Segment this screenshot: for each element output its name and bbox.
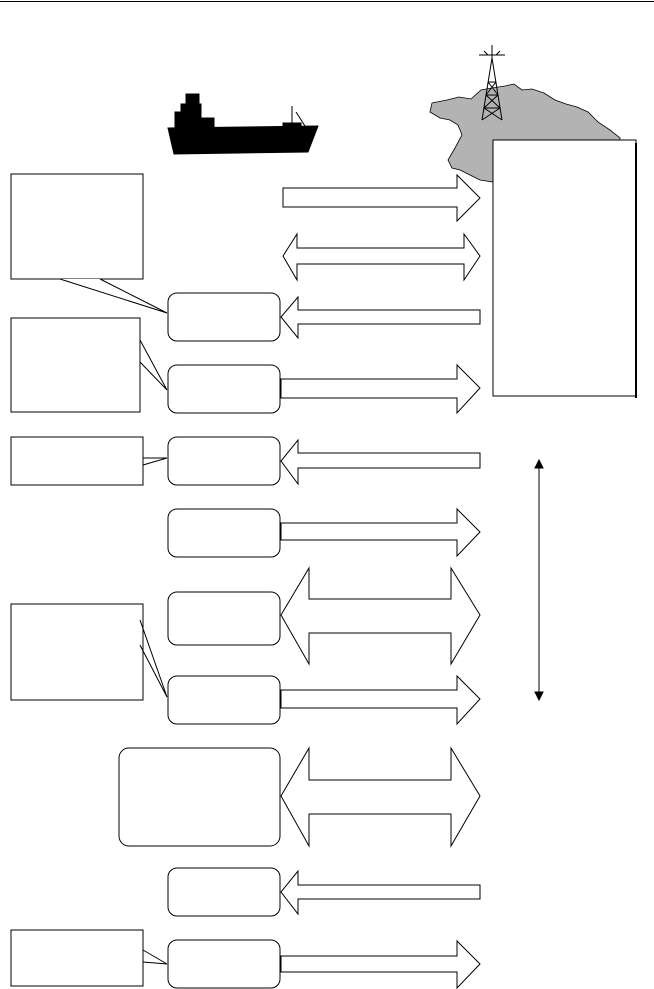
arrow-right-4 bbox=[280, 674, 481, 726]
message-box-5 bbox=[167, 591, 281, 646]
arrow-right-2 bbox=[280, 363, 481, 415]
arrow-right-5 bbox=[280, 939, 481, 989]
arrow-double-2 bbox=[280, 566, 481, 666]
arrow-right-1 bbox=[282, 173, 481, 223]
callout-4 bbox=[10, 603, 168, 701]
message-box-8 bbox=[167, 867, 281, 917]
callout-5 bbox=[10, 929, 168, 987]
radio-tower-icon bbox=[479, 45, 505, 121]
arrow-right-3 bbox=[280, 507, 481, 558]
arrow-left-1 bbox=[280, 295, 481, 340]
message-box-3 bbox=[167, 436, 281, 486]
ship-icon bbox=[167, 93, 319, 155]
callout-2 bbox=[10, 317, 168, 413]
callout-3 bbox=[10, 436, 168, 486]
double-headed-vertical-arrow-icon bbox=[534, 458, 544, 702]
callout-1 bbox=[10, 173, 168, 314]
shore-panel bbox=[492, 139, 637, 397]
message-box-2 bbox=[167, 364, 281, 414]
message-box-6 bbox=[167, 675, 281, 725]
message-box-7 bbox=[118, 747, 281, 847]
message-box-1 bbox=[167, 292, 281, 342]
arrow-left-3 bbox=[280, 869, 481, 916]
message-box-9 bbox=[167, 939, 281, 989]
arrow-double-1 bbox=[282, 232, 481, 282]
arrow-left-2 bbox=[280, 438, 481, 486]
arrow-double-3 bbox=[280, 746, 481, 848]
message-box-4 bbox=[167, 508, 281, 558]
